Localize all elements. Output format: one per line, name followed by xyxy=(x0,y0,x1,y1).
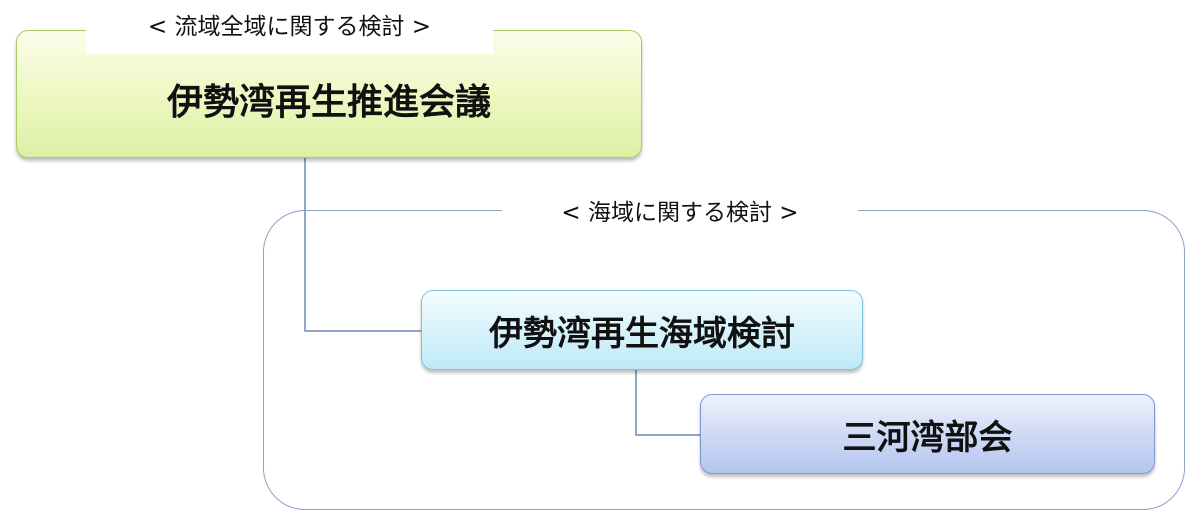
connector-sea-study-to-mikawa xyxy=(635,370,700,436)
connector-council-to-sea-study xyxy=(304,158,421,332)
mikawa-bay-node-label: 三河湾部会 xyxy=(842,417,1013,458)
council-node-label: 伊勢湾再生推進会議 xyxy=(166,82,491,123)
sea-study-node-label: 伊勢湾再生海域検討 xyxy=(489,313,795,354)
sea-area-section-label: < 海域に関する検討 > xyxy=(502,196,858,230)
mikawa-bay-node: 三河湾部会 xyxy=(700,394,1155,474)
basin-wide-section-label: < 流域全域に関する検討 > xyxy=(86,0,493,54)
sea-study-node: 伊勢湾再生海域検討 xyxy=(421,290,863,370)
